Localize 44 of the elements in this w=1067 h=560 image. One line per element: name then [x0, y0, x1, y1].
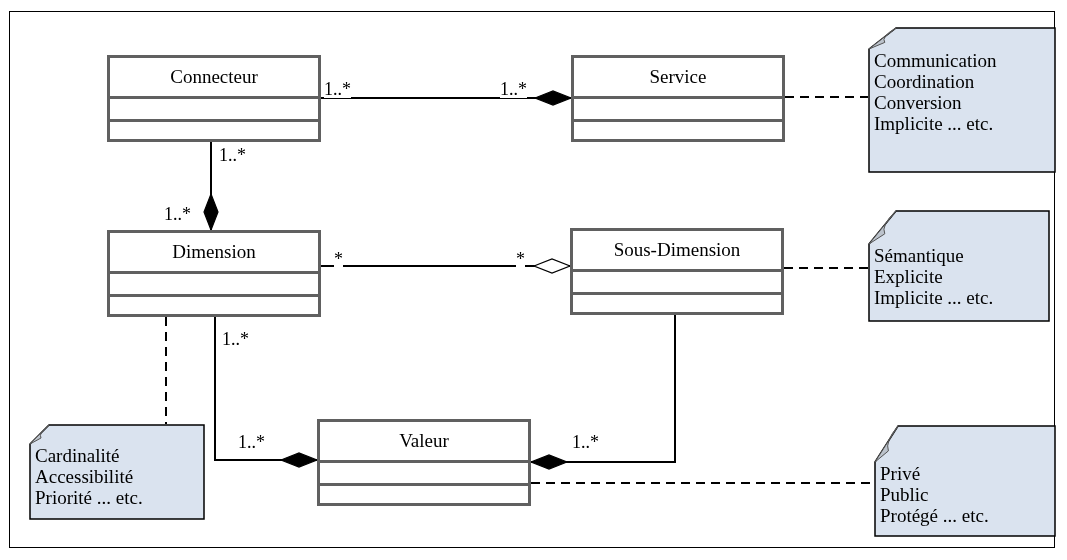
multiplicity-label: 1..* — [238, 433, 265, 451]
class-name: Valeur — [399, 430, 449, 452]
multiplicity-label: 1..* — [164, 205, 191, 223]
dashed-connector — [784, 96, 869, 98]
note-text: Public — [880, 484, 930, 505]
note-box — [868, 210, 1050, 322]
class-name: Service — [649, 66, 707, 88]
note-text: Explicite — [874, 266, 944, 287]
class-box — [107, 230, 321, 317]
note-text: Cardinalité — [35, 445, 121, 466]
class-box — [317, 419, 531, 506]
class-box — [570, 228, 784, 315]
note-text: Implicite ... etc. — [874, 287, 994, 308]
note-text: Communication — [874, 50, 997, 71]
dashed-connector — [165, 316, 167, 425]
multiplicity-label: 1..* — [219, 146, 246, 164]
class-box — [571, 55, 785, 142]
association-line — [203, 141, 219, 231]
multiplicity-label: 1..* — [222, 330, 249, 348]
note-text: Priorité ... etc. — [35, 487, 143, 508]
note-text: Coordination — [874, 71, 976, 92]
note-box — [868, 27, 1056, 173]
class-box — [107, 55, 321, 142]
note-text: Accessibilité — [35, 466, 135, 487]
class-name: Sous-Dimension — [613, 239, 741, 261]
association-line — [320, 90, 572, 106]
association-line — [530, 314, 676, 470]
note-text: Protégé ... etc. — [880, 505, 989, 526]
multiplicity-label: 1..* — [572, 433, 599, 451]
class-name: Connecteur — [170, 66, 258, 88]
association-line — [214, 316, 318, 468]
multiplicity-label: 1..* — [324, 80, 351, 98]
note-text: Conversion — [874, 92, 963, 113]
multiplicity-label: * — [334, 250, 343, 268]
dashed-connector — [783, 267, 869, 269]
note-box — [29, 424, 205, 520]
note-box — [874, 425, 1056, 537]
association-line — [320, 258, 571, 274]
note-text: Sémantique — [874, 245, 965, 266]
class-name: Dimension — [172, 241, 256, 263]
note-text: Implicite ... etc. — [874, 113, 995, 134]
note-text: Privé — [880, 463, 922, 484]
multiplicity-label: 1..* — [500, 80, 527, 98]
multiplicity-label: * — [516, 250, 525, 268]
